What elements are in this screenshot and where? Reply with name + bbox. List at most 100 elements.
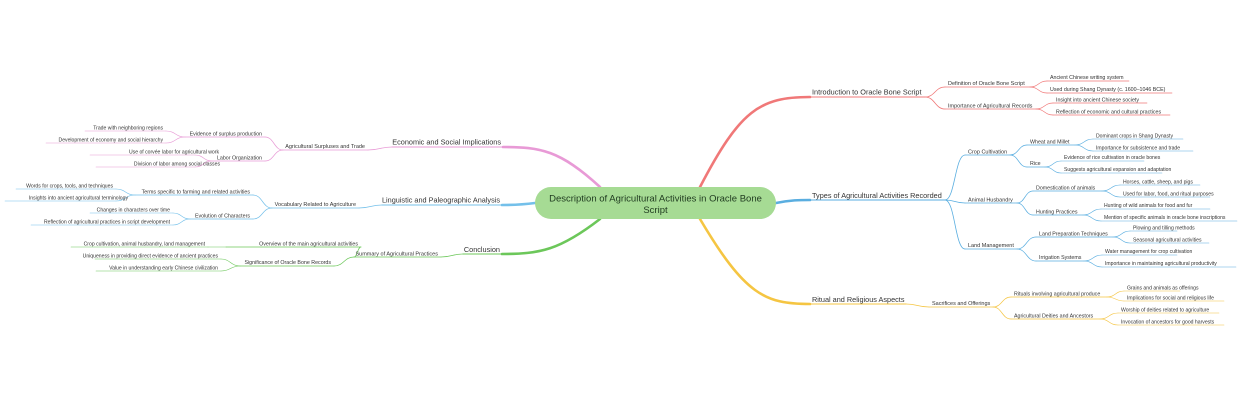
node-animal-husbandry[interactable]: Animal Husbandry	[968, 198, 1013, 204]
leaf-rice-evidence: Evidence of rice cultivation in oracle b…	[1064, 155, 1161, 161]
leaf-subsistence-trade: Importance for subsistence and trade	[1096, 146, 1180, 152]
node-summary-practices[interactable]: Summary of Agricultural Practices	[355, 252, 438, 258]
edge-sac-rituals-curve	[992, 296, 1012, 308]
leaf-rice-expansion: Suggests agricultural expansion and adap…	[1064, 167, 1171, 173]
leaf-inscription-animals: Mention of specific animals in oracle bo…	[1104, 215, 1226, 221]
edge-def-leaf1-curve	[1029, 80, 1048, 88]
leaf-plowing: Plowing and tilling methods	[1133, 226, 1195, 232]
edge-irr-leaf1-curve	[1083, 254, 1103, 262]
leaf-economic-cultural: Reflection of economic and cultural prac…	[1056, 110, 1161, 116]
branch-label-conclusion[interactable]: Conclusion	[464, 245, 500, 254]
node-deities[interactable]: Agricultural Deities and Ancestors	[1014, 314, 1094, 320]
leaf-economy-hierarchy: Development of economy and social hierar…	[59, 138, 164, 144]
edge-crop-rice-curve	[1009, 154, 1028, 168]
edge-rit-leaf2-curve	[1106, 296, 1125, 302]
branch-label-ritual[interactable]: Ritual and Religious Aspects	[812, 295, 905, 304]
node-hunting-practices[interactable]: Hunting Practices	[1036, 210, 1078, 216]
leaf-corvee-labor: Use of corvée labor for agricultural wor…	[129, 150, 219, 156]
leaf-animal-uses: Used for labor, food, and ritual purpose…	[1123, 192, 1214, 198]
branch-ritual[interactable]: Ritual and Religious Aspects Sacrifices …	[812, 286, 1215, 326]
node-terms-farming[interactable]: Terms specific to farming and related ac…	[142, 190, 251, 196]
root-node-box[interactable]	[535, 187, 776, 219]
leaf-grains-offerings: Grains and animals as offerings	[1127, 286, 1199, 292]
edge-terms-leaf1-curve	[115, 188, 136, 196]
branch-linguistic[interactable]: Linguistic and Paleographic Analysis Voc…	[26, 184, 500, 226]
branch-label-linguistic[interactable]: Linguistic and Paleographic Analysis	[382, 196, 500, 205]
edge-dom-leaf2-curve	[1101, 190, 1121, 198]
leaf-crop-animal-land: Crop cultivation, animal husbandry, land…	[84, 242, 206, 248]
leaf-division-labor: Division of labor among social classes	[134, 162, 221, 168]
connector-root-types	[774, 198, 812, 205]
leaf-script-development: Reflection of agricultural practices in …	[44, 220, 171, 226]
edge-voc-terms-curve	[252, 194, 273, 209]
edge-evi-leaf2-curve	[165, 136, 186, 144]
node-irrigation[interactable]: Irrigation Systems	[1039, 255, 1082, 261]
edge-dom-leaf1-curve	[1101, 184, 1121, 192]
edge-ritual-sacrifices-curve	[905, 303, 930, 308]
edge-dei-leaf1-curve	[1099, 312, 1119, 320]
node-sacrifices[interactable]: Sacrifices and Offerings	[932, 301, 991, 307]
leaf-wild-animals: Hunting of wild animals for food and fur	[1104, 203, 1193, 209]
connector-root-ritual	[698, 217, 812, 306]
edge-sig-leaf2-curve	[220, 265, 241, 272]
node-labor-organization[interactable]: Labor Organization	[217, 156, 262, 162]
branch-introduction[interactable]: Introduction to Oracle Bone Script Defin…	[812, 75, 1166, 116]
edge-types-crop-curve	[944, 154, 966, 201]
leaf-terminology: Insights into ancient agricultural termi…	[29, 196, 129, 202]
leaf-early-civilization: Value in understanding early Chinese civ…	[109, 266, 218, 272]
root-node[interactable]: Description of Agricultural Activities i…	[535, 187, 776, 219]
connector-root-conclusion	[500, 217, 602, 256]
node-rituals-produce[interactable]: Rituals involving agricultural produce	[1014, 292, 1100, 298]
edge-hunt-leaf1-curve	[1082, 208, 1102, 216]
branch-label-introduction[interactable]: Introduction to Oracle Bone Script	[812, 88, 922, 97]
mindmap-connectors	[4, 80, 1238, 326]
leaf-domestic-animals: Horses, cattle, sheep, and pigs	[1123, 180, 1193, 186]
node-land-management[interactable]: Land Management	[968, 243, 1014, 249]
edge-terms-leaf2-curve	[115, 194, 136, 202]
node-land-preparation[interactable]: Land Preparation Techniques	[1039, 232, 1108, 238]
leaf-social-religious: Implications for social and religious li…	[1127, 296, 1214, 302]
node-vocabulary[interactable]: Vocabulary Related to Agriculture	[275, 202, 356, 208]
edge-types-land-curve	[944, 199, 966, 250]
node-wheat-millet[interactable]: Wheat and Millet	[1030, 140, 1070, 146]
leaf-shang-dynasty-period: Used during Shang Dynasty (c. 1600–1046 …	[1050, 87, 1166, 93]
node-rice[interactable]: Rice	[1030, 161, 1041, 167]
root-title-line-1: Description of Agricultural Activities i…	[549, 194, 762, 205]
leaf-words-crops: Words for crops, tools, and techniques	[26, 184, 113, 190]
edge-land-prep-curve	[1016, 236, 1037, 250]
edge-evi-leaf1-curve	[165, 130, 186, 138]
edge-lab-leaf2-curve	[194, 160, 213, 168]
edge-wheat-leaf2-curve	[1074, 144, 1094, 152]
leaf-worship-deities: Worship of deities related to agricultur…	[1121, 308, 1209, 314]
node-surpluses-trade[interactable]: Agricultural Surpluses and Trade	[285, 144, 365, 150]
branch-types[interactable]: Types of Agricultural Activities Recorde…	[812, 134, 1226, 268]
node-crop-cultivation[interactable]: Crop Cultivation	[968, 150, 1007, 156]
edge-conc-summary-curve	[440, 253, 464, 258]
node-evolution-characters[interactable]: Evolution of Characters	[195, 214, 250, 220]
branch-conclusion[interactable]: Conclusion Summary of Agricultural Pract…	[83, 242, 500, 272]
branch-economic[interactable]: Economic and Social Implications Agricul…	[59, 126, 502, 168]
node-importance-records[interactable]: Importance of Agricultural Records	[948, 104, 1033, 110]
edge-prep-leaf1-curve	[1112, 230, 1131, 238]
edge-dei-leaf2-curve	[1099, 318, 1119, 326]
node-surplus-evidence[interactable]: Evidence of surplus production	[190, 132, 262, 138]
edge-sac-deities-curve	[992, 306, 1012, 320]
edge-imp-leaf2-curve	[1035, 108, 1054, 116]
node-definition-oracle-bone[interactable]: Definition of Oracle Bone Script	[948, 81, 1025, 87]
leaf-dominant-crops: Dominant crops in Shang Dynasty	[1096, 134, 1173, 140]
branch-label-economic[interactable]: Economic and Social Implications	[392, 138, 501, 147]
edge-hunt-leaf2-curve	[1082, 214, 1102, 222]
edge-ling-vocab-curve	[358, 204, 383, 209]
node-overview-activities[interactable]: Overview of the main agricultural activi…	[259, 242, 358, 248]
node-domestication[interactable]: Domestication of animals	[1036, 186, 1096, 192]
leaf-productivity: Importance in maintaining agricultural p…	[1105, 261, 1217, 267]
edge-evo-leaf2-curve	[172, 218, 191, 226]
connector-root-linguistic	[500, 201, 537, 207]
leaf-trade-neighbors: Trade with neighboring regions	[93, 126, 163, 132]
node-significance-records[interactable]: Significance of Oracle Bone Records	[244, 260, 331, 266]
root-title-line-2: Script	[643, 205, 668, 216]
branch-label-types[interactable]: Types of Agricultural Activities Recorde…	[812, 191, 942, 200]
edge-sur-evidence-curve	[264, 136, 284, 151]
edge-def-leaf2-curve	[1029, 86, 1048, 94]
leaf-ancient-writing-system: Ancient Chinese writing system	[1050, 75, 1124, 81]
